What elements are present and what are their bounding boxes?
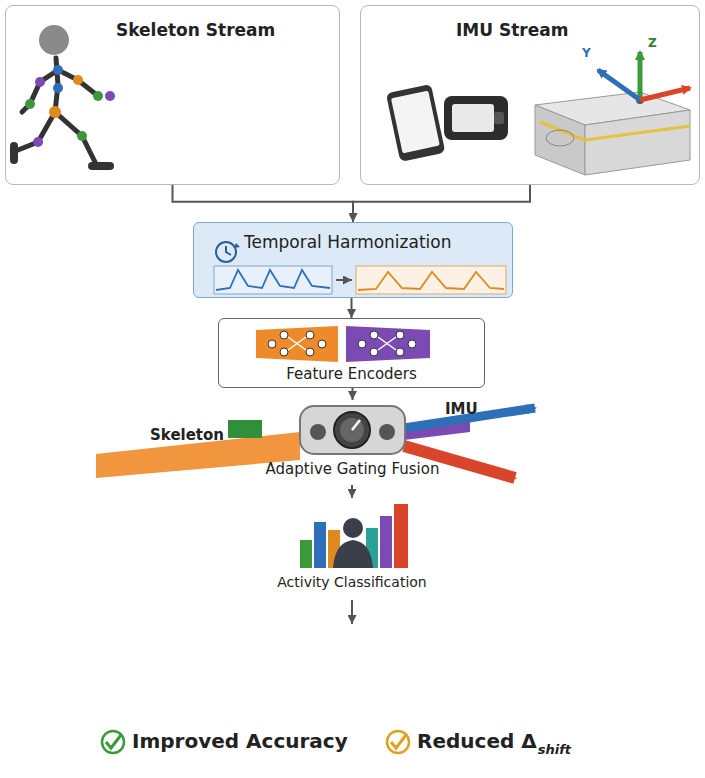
- skeleton-head: [39, 25, 69, 55]
- node-label: Activity Classification: [266, 574, 438, 590]
- text-label: Skeleton: [150, 426, 224, 444]
- text-label: shift: [538, 742, 571, 757]
- text-label: Reduced Δ: [417, 729, 537, 753]
- node-label: Temporal Harmonization: [244, 232, 502, 252]
- watch-icon: [444, 96, 508, 140]
- node-label: Adaptive Gating Fusion: [254, 460, 451, 478]
- flow-arrow: [351, 298, 353, 318]
- gating-dial: [300, 406, 405, 454]
- text-label: Z: [648, 36, 657, 50]
- flow-arrow: [351, 485, 353, 498]
- sensor-box: [535, 52, 690, 175]
- flow-arrow: [352, 388, 354, 400]
- flow-arrow: [353, 185, 530, 222]
- skeleton-joints: [25, 65, 115, 147]
- phone-icon: [386, 84, 446, 162]
- flow-arrow: [173, 185, 354, 222]
- clock-icon: [216, 242, 240, 262]
- text-label: Y: [582, 46, 591, 60]
- encoder-blocks: [256, 326, 430, 362]
- skeleton-figure: [14, 58, 110, 166]
- output-arrow: [351, 600, 353, 624]
- node-label: Feature Encoders: [227, 365, 476, 383]
- classification-icon: [300, 504, 408, 568]
- waveform-panels: [214, 266, 506, 294]
- text-label: IMU: [445, 400, 478, 418]
- node-label: Skeleton Stream: [116, 20, 329, 40]
- text-label: Improved Accuracy: [132, 729, 348, 753]
